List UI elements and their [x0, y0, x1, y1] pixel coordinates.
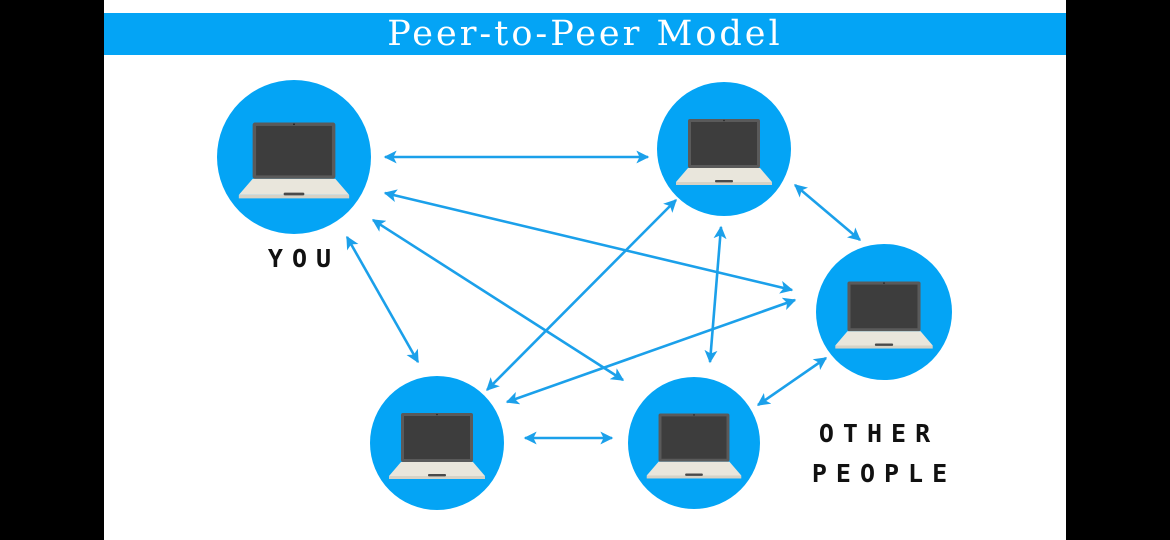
node-peer-top: [657, 82, 791, 216]
other-people-label-line1: OTHER: [818, 419, 940, 448]
arrow-peer-top-to-peer-right: [794, 184, 861, 241]
arrow-you-to-peer-bottom-left: [345, 235, 420, 364]
node-peer-right: [816, 244, 952, 380]
arrow-peer-right-to-peer-bottom-middle: [756, 356, 828, 407]
laptop-icon: [238, 122, 350, 199]
arrow-peer-right-to-peer-bottom-left: [505, 297, 797, 405]
node-peer-bottom-left: [370, 376, 504, 510]
laptop-icon: [646, 413, 742, 479]
laptop-icon: [389, 413, 485, 479]
arrow-peer-top-to-peer-bottom-left: [486, 199, 677, 391]
peer-nodes: [217, 80, 952, 510]
node-peer-bottom-middle: [628, 377, 760, 509]
laptop-icon: [835, 281, 933, 349]
node-you: [217, 80, 371, 234]
connection-arrows: [345, 150, 861, 445]
arrow-peer-top-to-peer-bottom-middle: [704, 225, 727, 364]
network-diagram: [217, 80, 952, 510]
laptop-icon: [676, 119, 772, 185]
arrow-you-to-peer-bottom-middle: [371, 218, 625, 382]
title-bar: Peer-to-Peer Model: [104, 13, 1066, 55]
diagram-title: Peer-to-Peer Model: [387, 14, 783, 54]
diagram-canvas: Peer-to-Peer Model YOU OTHER PEOPLE: [104, 0, 1066, 540]
you-label: YOU: [267, 244, 341, 273]
other-people-label-line2: PEOPLE: [811, 459, 957, 488]
